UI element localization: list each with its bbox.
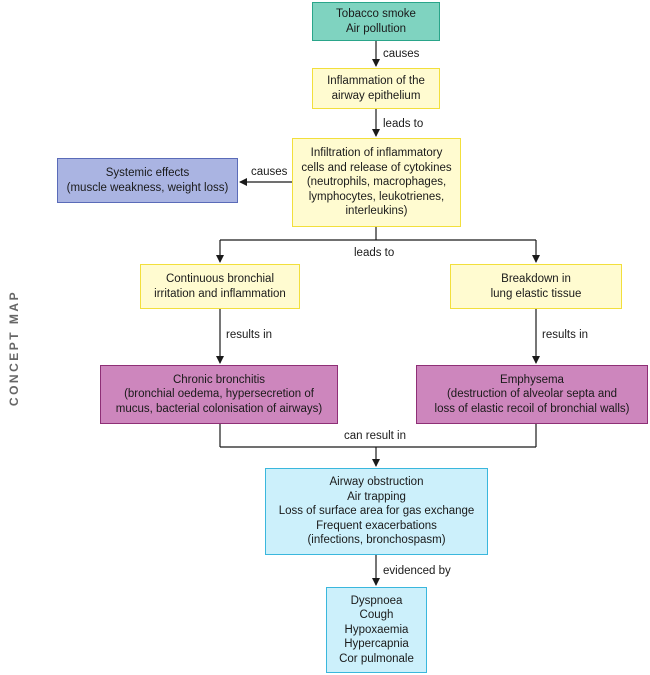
node-systemic-effects: Systemic effects (muscle weakness, weigh…	[57, 158, 238, 203]
edge-label-can-result-in: can result in	[344, 430, 407, 442]
edge-label-causes-systemic: causes	[251, 166, 288, 178]
node-inflammation-airway-epithelium: Inflammation of the airway epithelium	[312, 68, 440, 109]
node-breakdown-elastic-tissue: Breakdown in lung elastic tissue	[450, 264, 622, 309]
edge-label-leads-to-branch: leads to	[354, 247, 395, 259]
node-chronic-bronchitis: Chronic bronchitis (bronchial oedema, hy…	[100, 365, 338, 424]
edge-label-evidenced-by: evidenced by	[383, 565, 451, 577]
node-emphysema: Emphysema (destruction of alveolar septa…	[416, 365, 648, 424]
node-infiltration-inflammatory-cells: Infiltration of inflammatory cells and r…	[292, 138, 461, 227]
node-continuous-bronchial-irritation: Continuous bronchial irritation and infl…	[140, 264, 300, 309]
node-symptoms: Dyspnoea Cough Hypoxaemia Hypercapnia Co…	[326, 587, 427, 673]
node-tobacco-smoke-air-pollution: Tobacco smoke Air pollution	[312, 2, 440, 41]
edge-label-results-in-left: results in	[226, 329, 273, 341]
node-airway-obstruction: Airway obstruction Air trapping Loss of …	[265, 468, 488, 555]
edge-label-results-in-right: results in	[542, 329, 589, 341]
edge-label-leads-to: leads to	[383, 118, 424, 130]
edge-label-causes: causes	[383, 48, 420, 60]
